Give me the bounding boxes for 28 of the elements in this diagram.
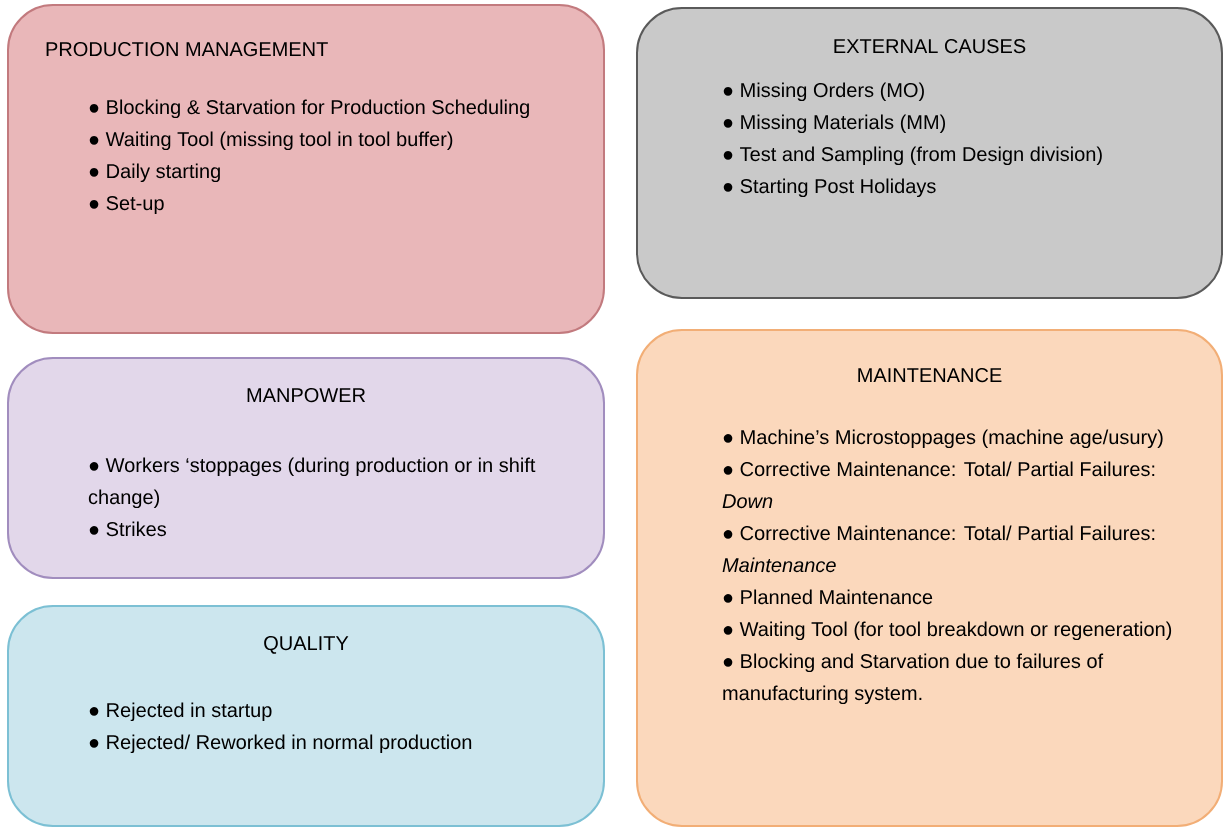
bullet-item: ● Strikes [89,521,166,537]
rounded-box [7,605,605,827]
box-heading: PRODUCTION MANAGEMENT [46,42,328,57]
bullet-item: ● Rejected/ Reworked in normal production [89,734,472,754]
box-heading: MANPOWER [247,388,366,403]
bullet-item: ● Waiting Tool (for tool breakdown or regeneration) [723,621,1172,641]
bullet-item: ● Corrective Maintenance: Total/ Partial Failures: Maintenance [722,525,1155,573]
box-heading: QUALITY [264,636,349,654]
box-heading: EXTERNAL CAUSES [834,39,1026,54]
bullet-item: ● Planned Maintenance [723,589,933,605]
box-heading: MAINTENANCE [858,368,1002,383]
rounded-box [636,7,1223,299]
rounded-box [7,357,605,579]
bullet-item: ● Waiting Tool (missing tool in tool buffer) [89,131,453,151]
bullet-item: ● Rejected in startup [89,702,272,722]
bullet-item: ● Machine’s Microstoppages (machine age/usury) [723,429,1163,449]
bullet-item: ● Test and Sampling (from Design division) [723,146,1102,166]
bullet-item: ● Set-up [89,196,164,215]
bullet-item: ● Workers ‘stoppages (during production or in shift change) [88,457,536,509]
rounded-box [7,4,605,334]
bullet-item: ● Missing Orders (MO) [723,82,924,102]
bullet-item: ● Starting Post Holidays [723,178,936,198]
rounded-box [636,329,1223,827]
bullet-item: ● Daily starting [89,163,220,183]
bullet-item: ● Blocking and Starvation due to failures of manufacturing system. [723,653,1104,705]
bullet-item: ● Missing Materials (MM) [723,114,946,134]
bullet-item: ● Blocking & Starvation for Production Scheduling [89,99,529,119]
bullet-item: ● Corrective Maintenance: Total/ Partial Failures: Down [722,461,1155,509]
